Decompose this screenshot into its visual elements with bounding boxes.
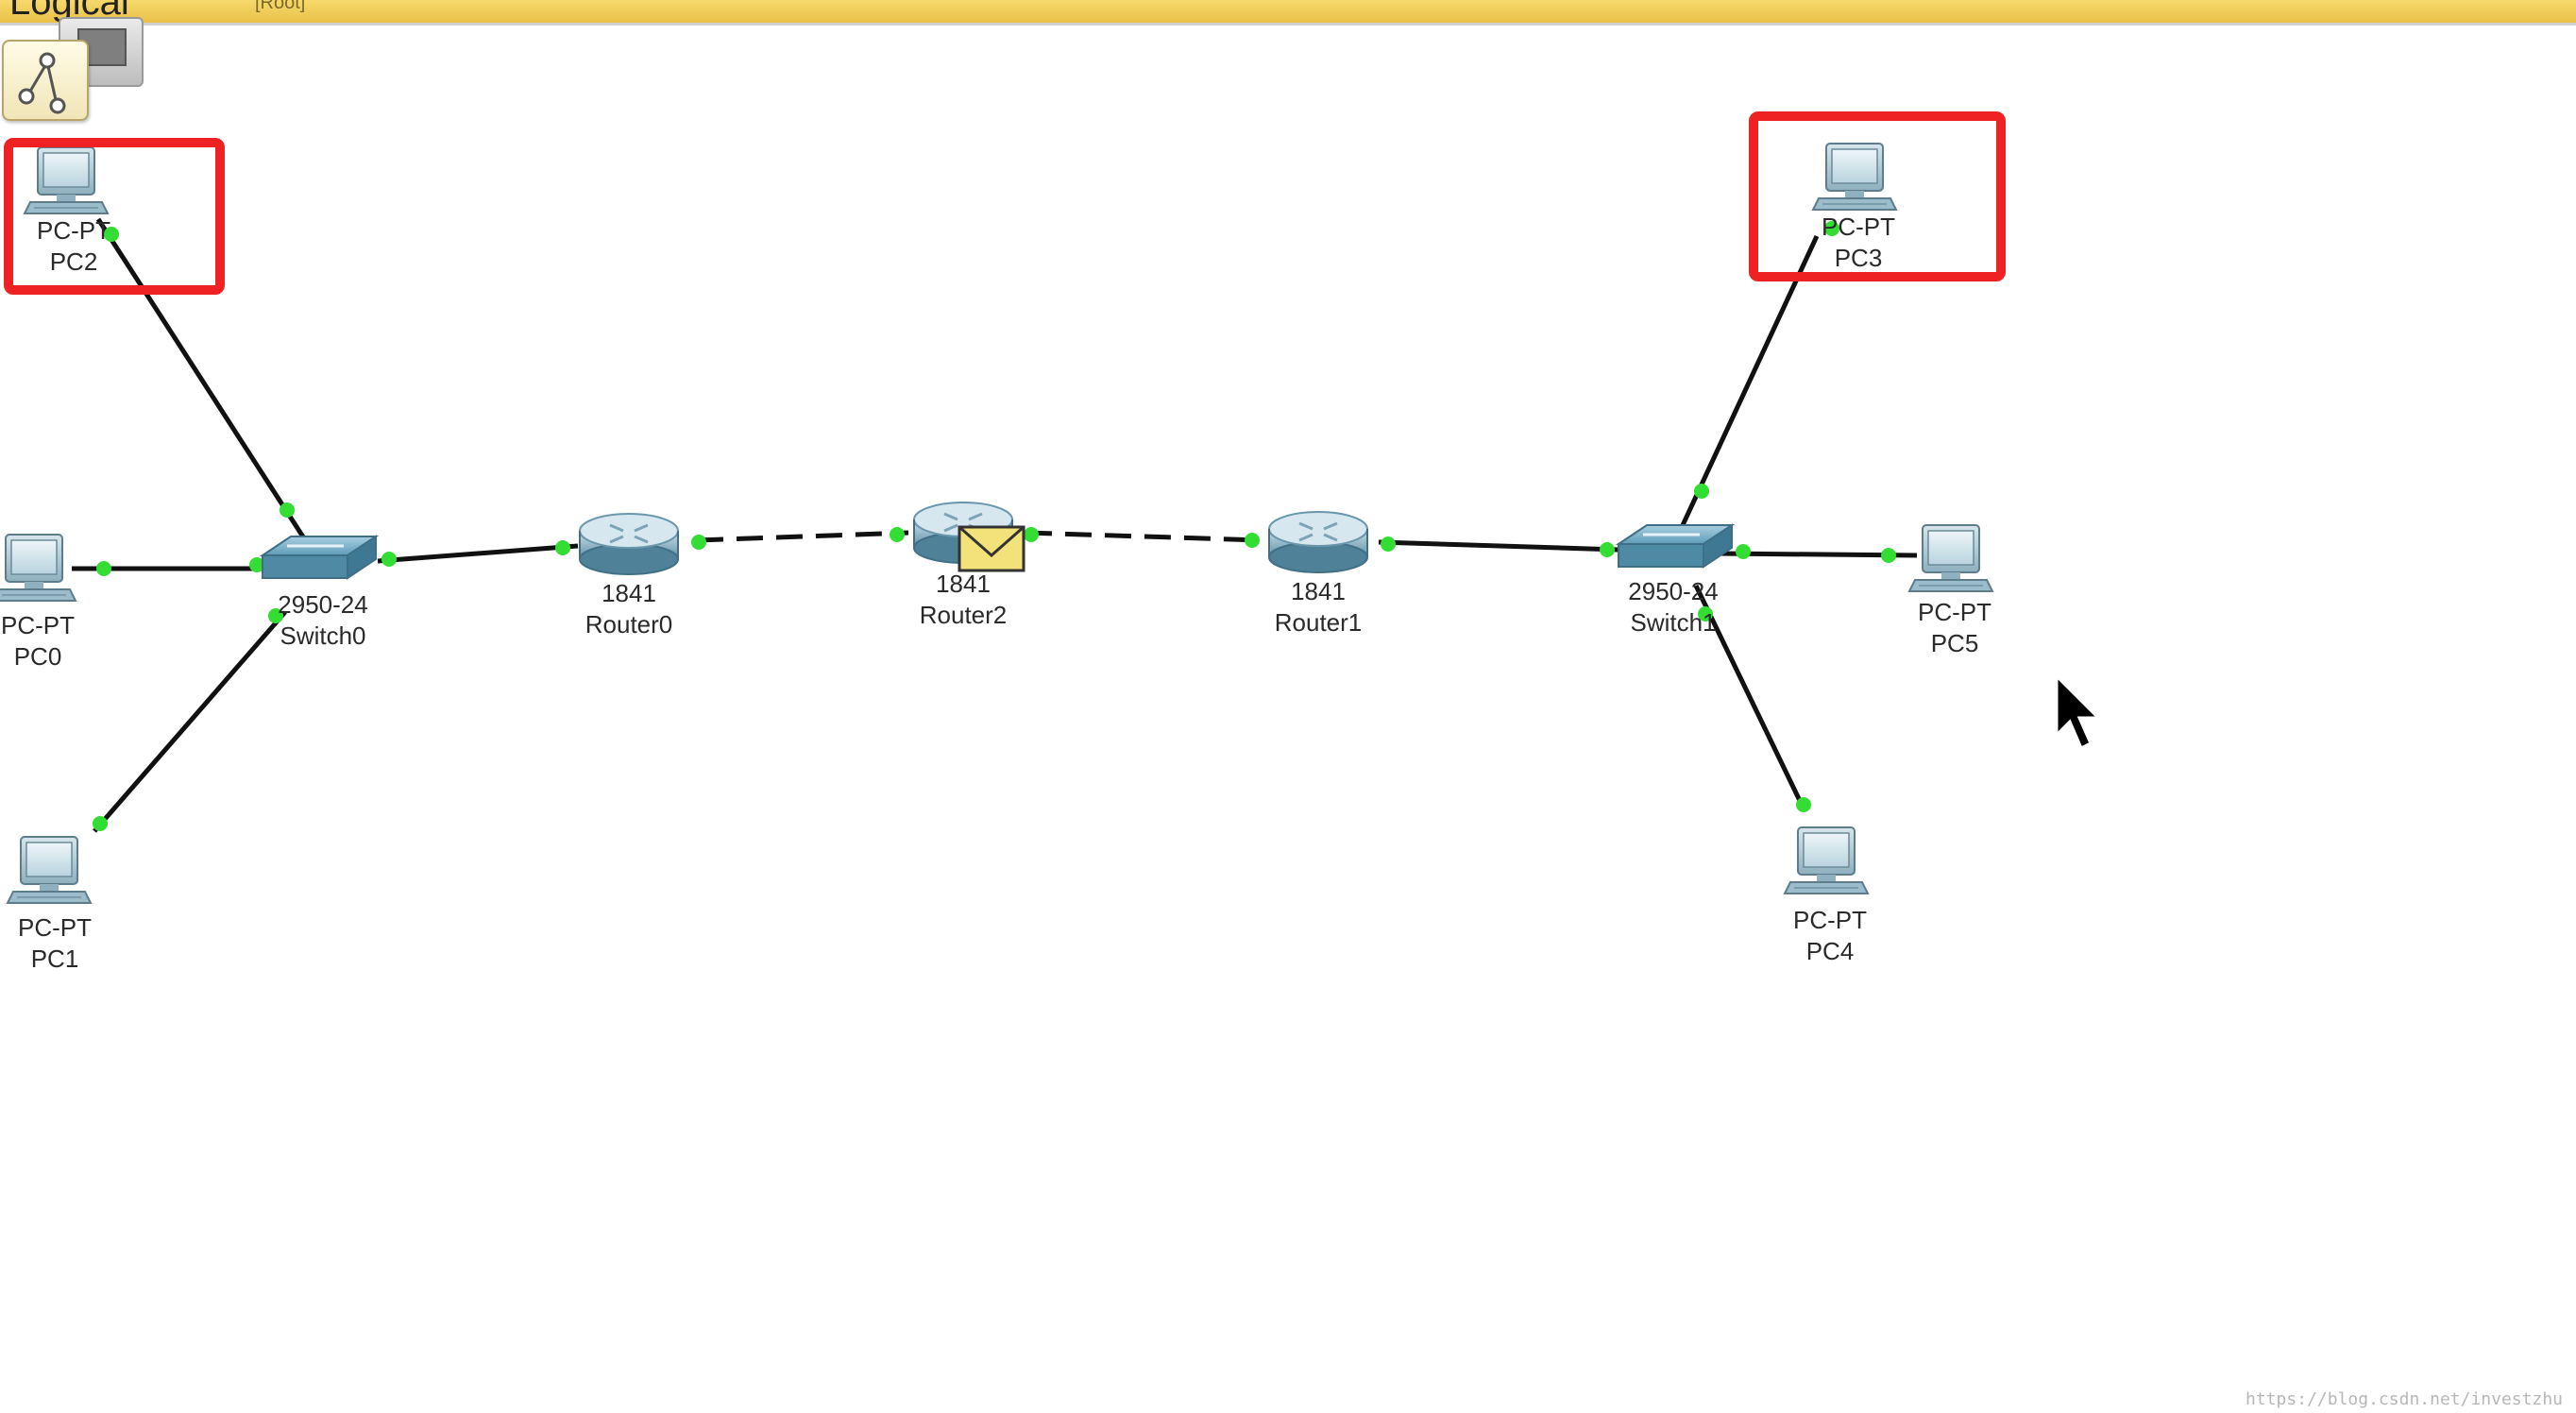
router1-model: 1841	[1291, 577, 1346, 605]
pc0-model: PC-PT	[1, 611, 75, 639]
pc5-name: PC5	[1930, 629, 1979, 657]
device-label-router0: 1841 Router0	[585, 578, 673, 640]
router2-name: Router2	[919, 601, 1008, 629]
mouse-pointer-icon	[2055, 672, 2102, 751]
router1-name: Router1	[1274, 608, 1363, 637]
device-label-pc3: PC-PT PC3	[1822, 212, 1895, 274]
link-router1-switch1[interactable]	[1378, 539, 1619, 553]
device-label-pc2: PC-PT PC2	[37, 215, 110, 278]
pc2-model: PC-PT	[37, 216, 110, 245]
device-label-router1: 1841 Router1	[1275, 576, 1363, 638]
switch1-name: Switch1	[1630, 608, 1717, 637]
logical-mode-icon[interactable]	[2, 40, 89, 121]
switch0-icon[interactable]	[261, 535, 378, 580]
link-pc2-switch0[interactable]	[95, 217, 307, 540]
pc1-name: PC1	[30, 945, 79, 973]
pc1-icon[interactable]	[7, 836, 92, 904]
pc2-name: PC2	[49, 247, 98, 276]
topology-icon	[18, 52, 66, 114]
device-label-router2: 1841 Router2	[920, 569, 1008, 631]
router2-model: 1841	[936, 570, 991, 598]
pc3-name: PC3	[1834, 244, 1883, 272]
router0-icon[interactable]	[578, 512, 680, 576]
link-pc1-switch0[interactable]	[93, 610, 287, 833]
device-label-switch1: 2950-24 Switch1	[1628, 576, 1718, 638]
router0-model: 1841	[602, 579, 656, 607]
device-label-pc4: PC-PT PC4	[1793, 905, 1867, 967]
pc0-icon[interactable]	[0, 534, 76, 602]
switch1-model: 2950-24	[1628, 577, 1719, 605]
link-switch0-router0[interactable]	[377, 543, 579, 564]
device-label-pc0: PC-PT PC0	[1, 610, 75, 672]
link-router0-router2[interactable]	[696, 530, 909, 543]
pc4-icon[interactable]	[1784, 826, 1869, 894]
device-label-pc1: PC-PT PC1	[18, 912, 92, 975]
pc5-icon[interactable]	[1908, 524, 1993, 592]
pc0-name: PC0	[13, 642, 62, 671]
port-status-lights	[93, 221, 1896, 831]
router0-name: Router0	[585, 610, 673, 638]
pc1-model: PC-PT	[18, 913, 92, 942]
pc5-model: PC-PT	[1918, 598, 1991, 626]
switch1-icon[interactable]	[1617, 523, 1734, 569]
pdu-envelope-icon[interactable]	[958, 525, 1025, 572]
pc4-model: PC-PT	[1793, 906, 1867, 934]
device-label-switch0: 2950-24 Switch0	[278, 589, 367, 652]
link-router2-router1[interactable]	[1025, 530, 1263, 543]
switch0-name: Switch0	[280, 621, 366, 650]
switch0-model: 2950-24	[278, 590, 368, 619]
device-label-pc5: PC-PT PC5	[1918, 597, 1991, 659]
link-switch1-pc3[interactable]	[1680, 234, 1820, 527]
root-label: [Root]	[255, 0, 306, 13]
highlight-box-pc2	[4, 138, 225, 295]
link-switch1-pc4[interactable]	[1693, 584, 1806, 810]
watermark-text: https://blog.csdn.net/investzhu	[2246, 1389, 2563, 1409]
router1-icon[interactable]	[1267, 510, 1369, 574]
pc4-name: PC4	[1805, 937, 1855, 965]
pc3-model: PC-PT	[1822, 213, 1895, 241]
highlight-box-pc3	[1749, 111, 2006, 281]
